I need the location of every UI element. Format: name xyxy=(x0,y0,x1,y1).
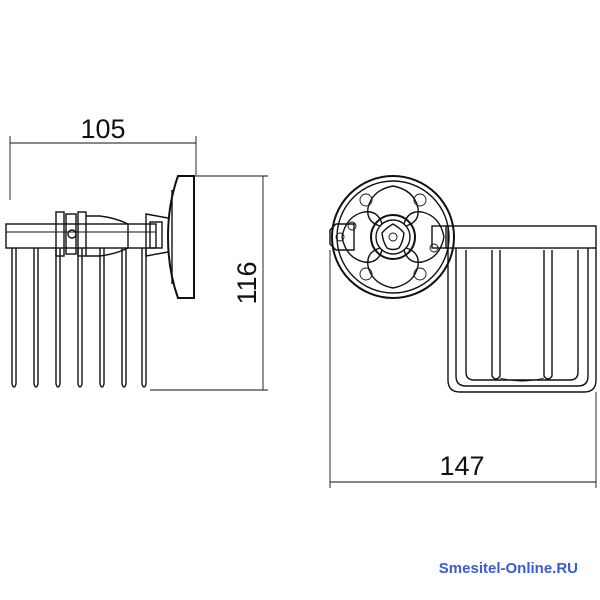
basket-bars-side xyxy=(11,248,147,388)
rosette-plate xyxy=(331,175,455,299)
basket-top-rail-front xyxy=(445,225,597,249)
dimension-depth-label: 105 xyxy=(80,114,125,144)
arm-connector-right xyxy=(431,225,449,249)
bracket-arm xyxy=(145,213,169,257)
finial-ornament xyxy=(55,211,129,257)
dimension-height-label: 116 xyxy=(232,261,262,304)
dimension-width-label: 147 xyxy=(439,451,484,481)
left-end-cap xyxy=(329,223,355,251)
front-view: 147 xyxy=(329,175,597,488)
dimension-width: 147 xyxy=(329,250,597,488)
watermark-brand: Smesitel-Online.RU xyxy=(439,560,578,577)
dimension-depth: 105 xyxy=(9,114,197,200)
side-view: 105 xyxy=(5,114,268,391)
center-flower xyxy=(381,223,405,251)
basket-cage-front xyxy=(447,248,597,393)
basket-top-rail xyxy=(5,223,157,249)
dimension-height: 116 xyxy=(150,175,268,391)
